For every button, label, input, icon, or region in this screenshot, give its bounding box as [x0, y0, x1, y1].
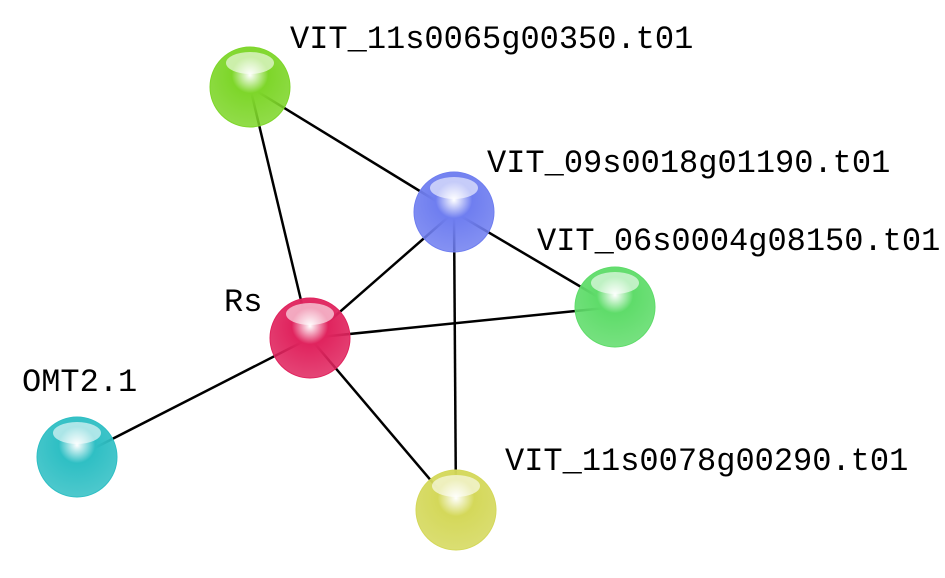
node-label-vit-11s0078g00290: VIT_11s0078g00290.t01: [505, 443, 909, 480]
node-label-vit-09s0018g01190: VIT_09s0018g01190.t01: [487, 145, 891, 182]
node-highlight: [430, 177, 478, 199]
node-highlight: [53, 422, 101, 444]
edge-n_blue-n_yellow: [452, 211, 458, 511]
edge-n_green_top-n_rs: [248, 86, 312, 339]
node-label-vit-06s0004g08150: VIT_06s0004g08150.t01: [537, 223, 941, 260]
node-highlight: [226, 52, 274, 74]
node-highlight: [591, 272, 639, 294]
edge-n_rs-n_lightgreen: [309, 305, 616, 340]
node-label-omt2-1: OMT2.1: [22, 364, 138, 401]
node-highlight: [286, 303, 334, 325]
node-label-rs: Rs: [224, 284, 263, 321]
node-highlight: [432, 475, 480, 497]
edge-n_rs-n_omt: [76, 336, 311, 459]
node-label-vit-11s0065g00350: VIT_11s0065g00350.t01: [290, 21, 694, 58]
